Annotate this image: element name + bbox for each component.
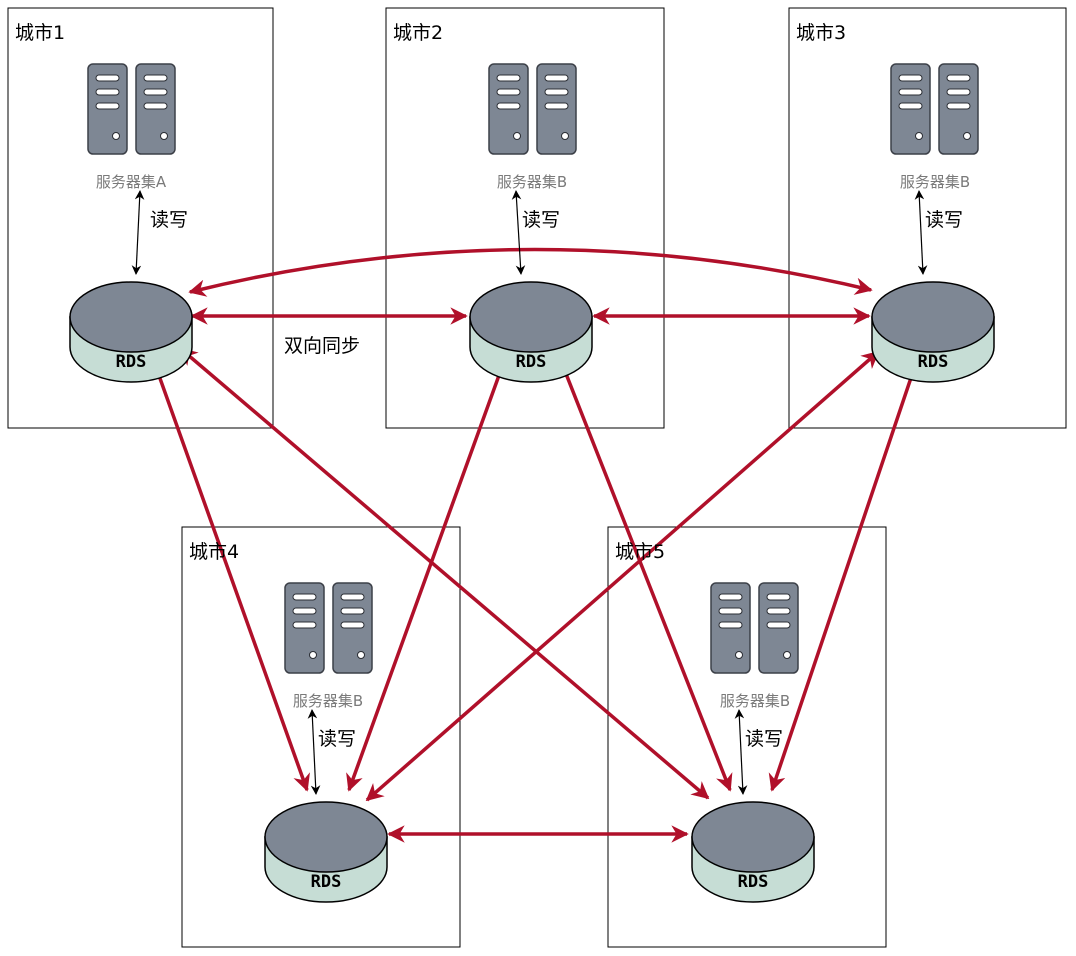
read-write-label-city1: 读写: [150, 209, 188, 231]
server-icon: [488, 63, 529, 155]
city-title-city5: 城市5: [615, 541, 665, 563]
sync-arrow-city3-city4: [365, 350, 880, 802]
server-icon: [758, 582, 799, 674]
sync-arrow-city1-city4: [149, 354, 310, 792]
server-icon: [938, 63, 979, 155]
rds-label: RDS: [311, 872, 342, 892]
sync-arrow-city3-city5: [768, 358, 921, 792]
read-write-arrow-city1: [131, 190, 145, 275]
city-title-city4: 城市4: [189, 541, 239, 563]
database-icon-city5: RDS: [691, 801, 815, 903]
server-icon: [710, 582, 751, 674]
city-box-city1: [7, 7, 274, 429]
rds-label: RDS: [738, 872, 769, 892]
server-icon: [890, 63, 931, 155]
cluster-label-city2: 服务器集B: [497, 173, 567, 191]
cluster-label-city5: 服务器集B: [720, 692, 790, 710]
read-write-label-city3: 读写: [925, 209, 963, 231]
rds-label: RDS: [918, 352, 949, 372]
server-icon: [87, 63, 128, 155]
sync-arrow-city2-city5: [556, 354, 733, 792]
server-icon: [332, 582, 373, 674]
database-icon-city4: RDS: [264, 801, 388, 903]
cluster-label-city3: 服务器集B: [900, 173, 970, 191]
sync-arrows: [149, 247, 921, 843]
cluster-label-city1: 服务器集A: [96, 173, 167, 191]
sync-arrow-city2-city4: [346, 354, 509, 792]
server-icon: [536, 63, 577, 155]
cluster-label-city4: 服务器集B: [293, 692, 363, 710]
database-icon-city2: RDS: [469, 281, 593, 383]
city-title-city2: 城市2: [393, 22, 443, 44]
rds-label: RDS: [516, 352, 547, 372]
sync-label: 双向同步: [284, 335, 360, 357]
read-write-label-city4: 读写: [318, 728, 356, 750]
database-icon-city3: RDS: [871, 281, 995, 383]
rds-label: RDS: [116, 352, 147, 372]
read-write-arrow-city3: [914, 190, 928, 275]
read-write-label-city5: 读写: [745, 728, 783, 750]
server-icon: [284, 582, 325, 674]
read-write-arrow-city4: [307, 709, 321, 795]
city-nodes: 城市1服务器集A读写城市2服务器集B读写城市3服务器集B读写城市4服务器集B读写…: [15, 22, 995, 903]
read-write-label-city2: 读写: [522, 209, 560, 231]
city-title-city1: 城市1: [15, 22, 65, 44]
server-icon: [135, 63, 176, 155]
city-title-city3: 城市3: [796, 22, 846, 44]
database-icon-city1: RDS: [69, 281, 193, 383]
read-write-arrow-city5: [734, 709, 748, 795]
read-write-arrow-city2: [511, 190, 526, 275]
sync-arrow-city1-city3: [188, 247, 873, 297]
city-box-city3: [788, 7, 1067, 429]
